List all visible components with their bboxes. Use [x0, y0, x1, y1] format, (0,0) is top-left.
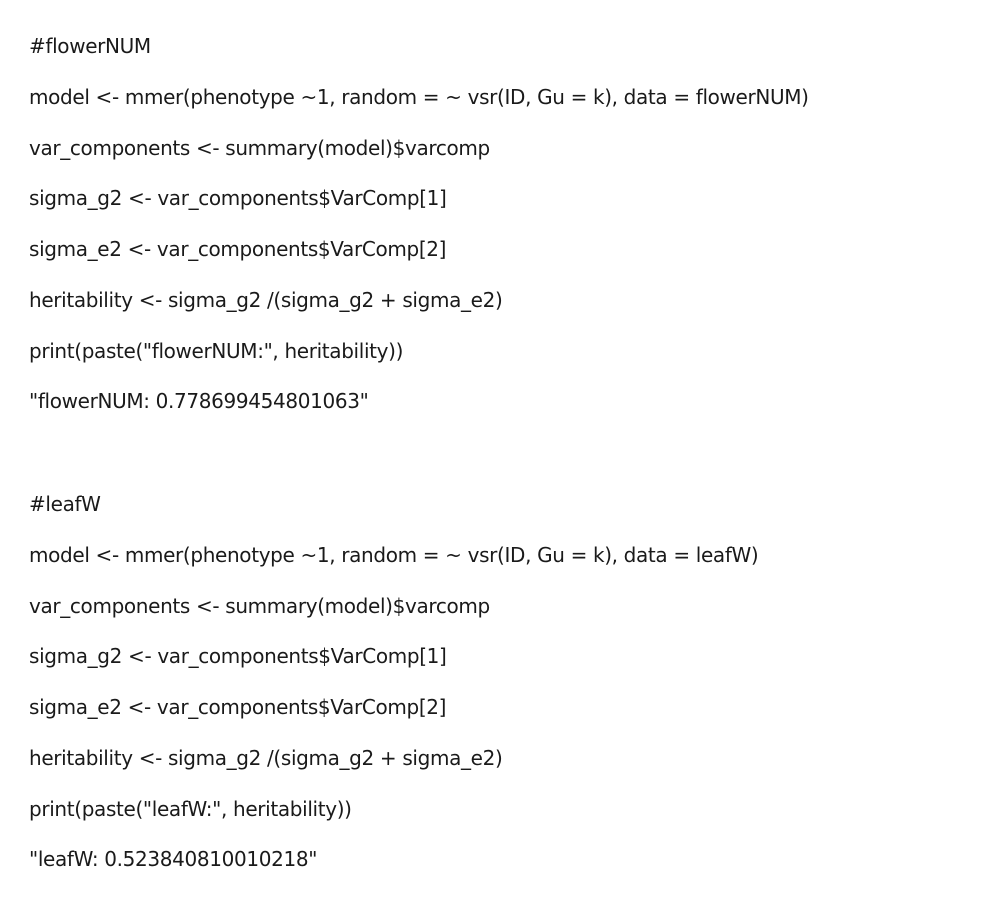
code-line: print(paste("leafW:", heritability)): [29, 796, 352, 821]
code-line: model <- mmer(phenotype ~1, random = ~ v…: [29, 84, 809, 109]
code-block-flowernum: #flowerNUM model <- mmer(phenotype ~1, r…: [29, 32, 809, 438]
code-line: sigma_e2 <- var_components$VarComp[2]: [29, 237, 447, 261]
code-line: var_components <- summary(model)$varcomp: [29, 593, 490, 618]
code-line: heritability <- sigma_g2 /(sigma_g2 + si…: [29, 745, 503, 770]
code-line: sigma_g2 <- var_components$VarComp[1]: [29, 186, 447, 211]
comment-line: #flowerNUM: [29, 34, 151, 58]
comment-line: #leafW: [29, 492, 101, 516]
code-line: var_components <- summary(model)$varcomp: [29, 135, 490, 160]
code-line: sigma_e2 <- var_components$VarComp[2]: [29, 695, 447, 719]
code-line: print(paste("flowerNUM:", heritability)): [29, 338, 404, 363]
output-line: "flowerNUM: 0.778699454801063": [29, 389, 369, 414]
code-line: heritability <- sigma_g2 /(sigma_g2 + si…: [29, 287, 503, 312]
code-line: model <- mmer(phenotype ~1, random = ~ v…: [29, 542, 759, 567]
code-line: sigma_g2 <- var_components$VarComp[1]: [29, 644, 447, 669]
code-block-leafw: #leafW model <- mmer(phenotype ~1, rando…: [29, 490, 759, 896]
output-line: "leafW: 0.523840810010218": [29, 847, 318, 872]
